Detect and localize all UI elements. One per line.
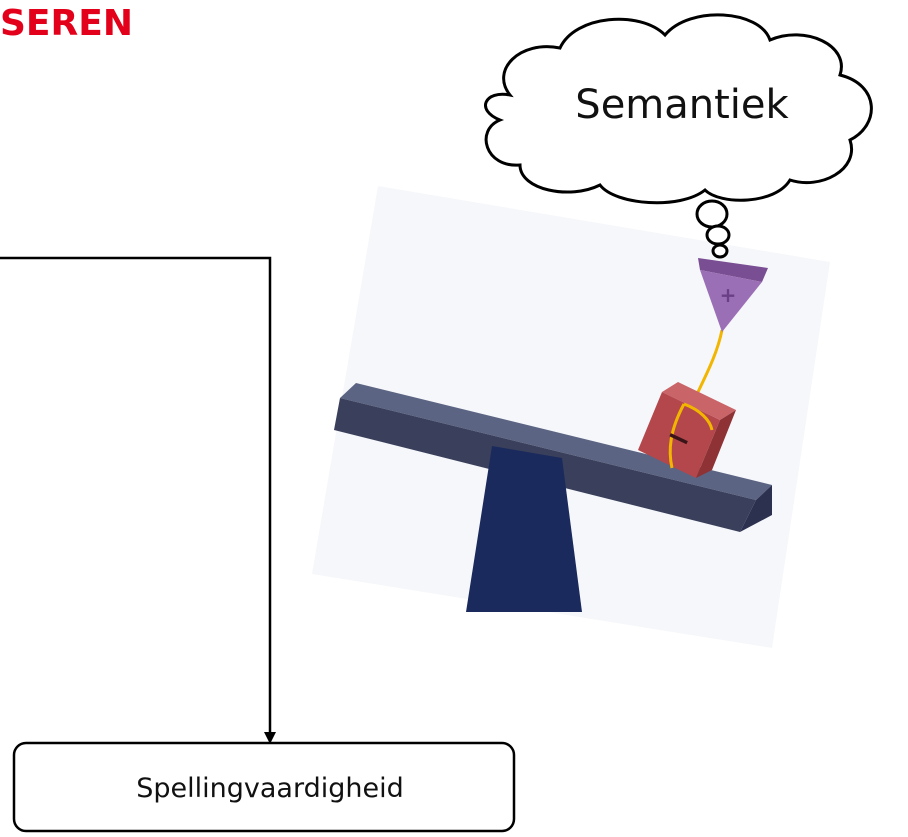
- result-box-label: Spellingvaardigheid: [136, 773, 403, 804]
- connector-arrow: [0, 256, 272, 732]
- thought-cloud: [484, 13, 873, 205]
- seesaw-pedestal: [466, 446, 582, 612]
- block-rope-wrap: [668, 402, 714, 469]
- seesaw-illustration: Semantiek + −: [312, 13, 873, 648]
- thought-bubble-small: [711, 243, 729, 259]
- thought-bubble-medium: [705, 224, 731, 246]
- arrowhead-icon: [264, 732, 276, 744]
- pyramid-top: [698, 258, 768, 282]
- page-title: SEREN: [0, 3, 133, 44]
- thought-bubble-large: [695, 199, 729, 229]
- result-box: [12, 741, 516, 833]
- block-weight-side: [696, 410, 736, 478]
- pyramid-weight: [700, 270, 762, 332]
- pyramid-symbol: +: [720, 283, 737, 307]
- beam-end: [740, 485, 772, 532]
- thought-cloud-label: Semantiek: [575, 82, 789, 128]
- illustration-backdrop: [312, 186, 830, 648]
- block-weight-top: [662, 382, 736, 420]
- beam-top: [340, 383, 772, 500]
